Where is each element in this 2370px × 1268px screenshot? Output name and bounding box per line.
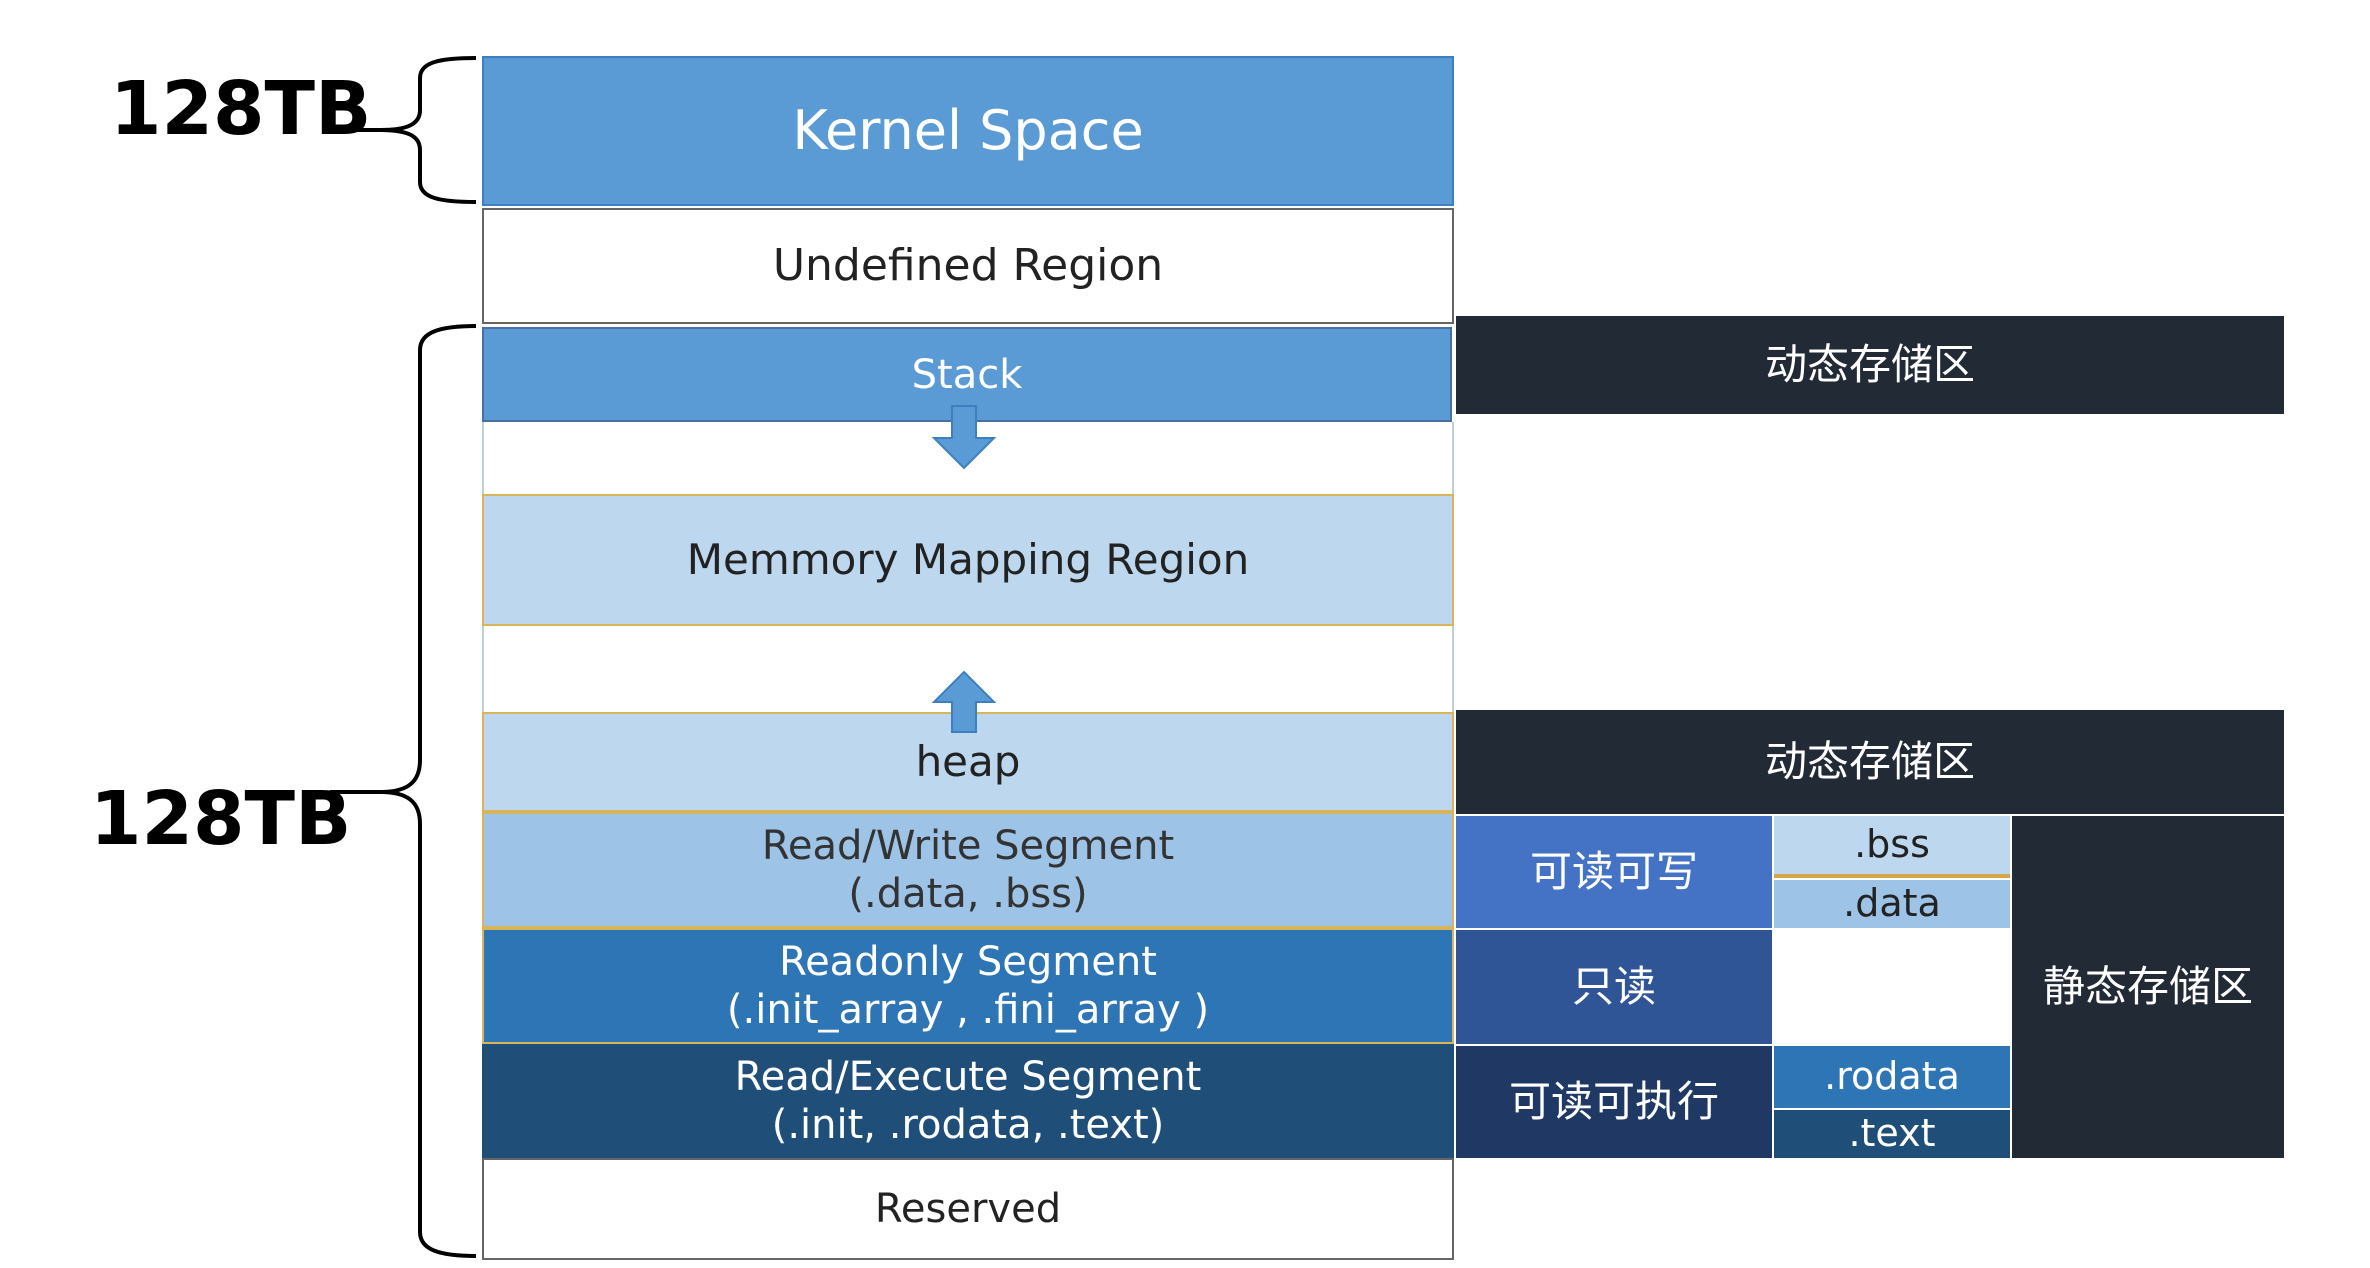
read-execute-segment-title: Read/Execute Segment [734, 1054, 1202, 1100]
permission-read-only: 只读 [1456, 930, 1772, 1044]
undefined-region-block: Undefined Region [482, 208, 1454, 324]
user-size-label: 128TB [90, 776, 352, 862]
read-execute-segment-sections: (.init, .rodata, .text) [771, 1102, 1165, 1148]
read-write-segment-block: Read/Write Segment (.data, .bss) [482, 812, 1454, 928]
memory-mapping-region-block: Memmory Mapping Region [482, 494, 1454, 626]
readonly-segment-title: Readonly Segment [779, 939, 1157, 985]
section-blank [1774, 930, 2010, 1044]
permission-read-execute: 可读可执行 [1456, 1046, 1772, 1158]
permission-read-write: 可读可写 [1456, 816, 1772, 928]
stack-block: Stack [482, 327, 1452, 422]
dynamic-storage-label-heap: 动态存储区 [1456, 710, 2284, 814]
read-write-segment-sections: (.data, .bss) [848, 871, 1088, 917]
heap-growth-gap [482, 626, 1454, 712]
read-write-segment-title: Read/Write Segment [761, 823, 1175, 869]
section-text: .text [1774, 1110, 2010, 1158]
curly-brace-icon [379, 56, 477, 204]
readonly-segment-block: Readonly Segment (.init_array , .fini_ar… [482, 928, 1454, 1044]
read-execute-segment-block: Read/Execute Segment (.init, .rodata, .t… [482, 1044, 1454, 1158]
curly-brace-icon [379, 324, 477, 1258]
kernel-space-block: Kernel Space [482, 56, 1454, 206]
section-data: .data [1774, 880, 2010, 928]
readonly-segment-sections: (.init_array , .fini_array ) [726, 987, 1210, 1033]
heap-block: heap [482, 712, 1454, 812]
section-bss: .bss [1774, 816, 2010, 878]
section-rodata: .rodata [1774, 1046, 2010, 1108]
reserved-block: Reserved [482, 1158, 1454, 1260]
dynamic-storage-label-stack: 动态存储区 [1456, 316, 2284, 414]
static-storage-label: 静态存储区 [2012, 816, 2284, 1158]
kernel-size-label: 128TB [110, 66, 372, 152]
stack-growth-gap [482, 422, 1454, 494]
